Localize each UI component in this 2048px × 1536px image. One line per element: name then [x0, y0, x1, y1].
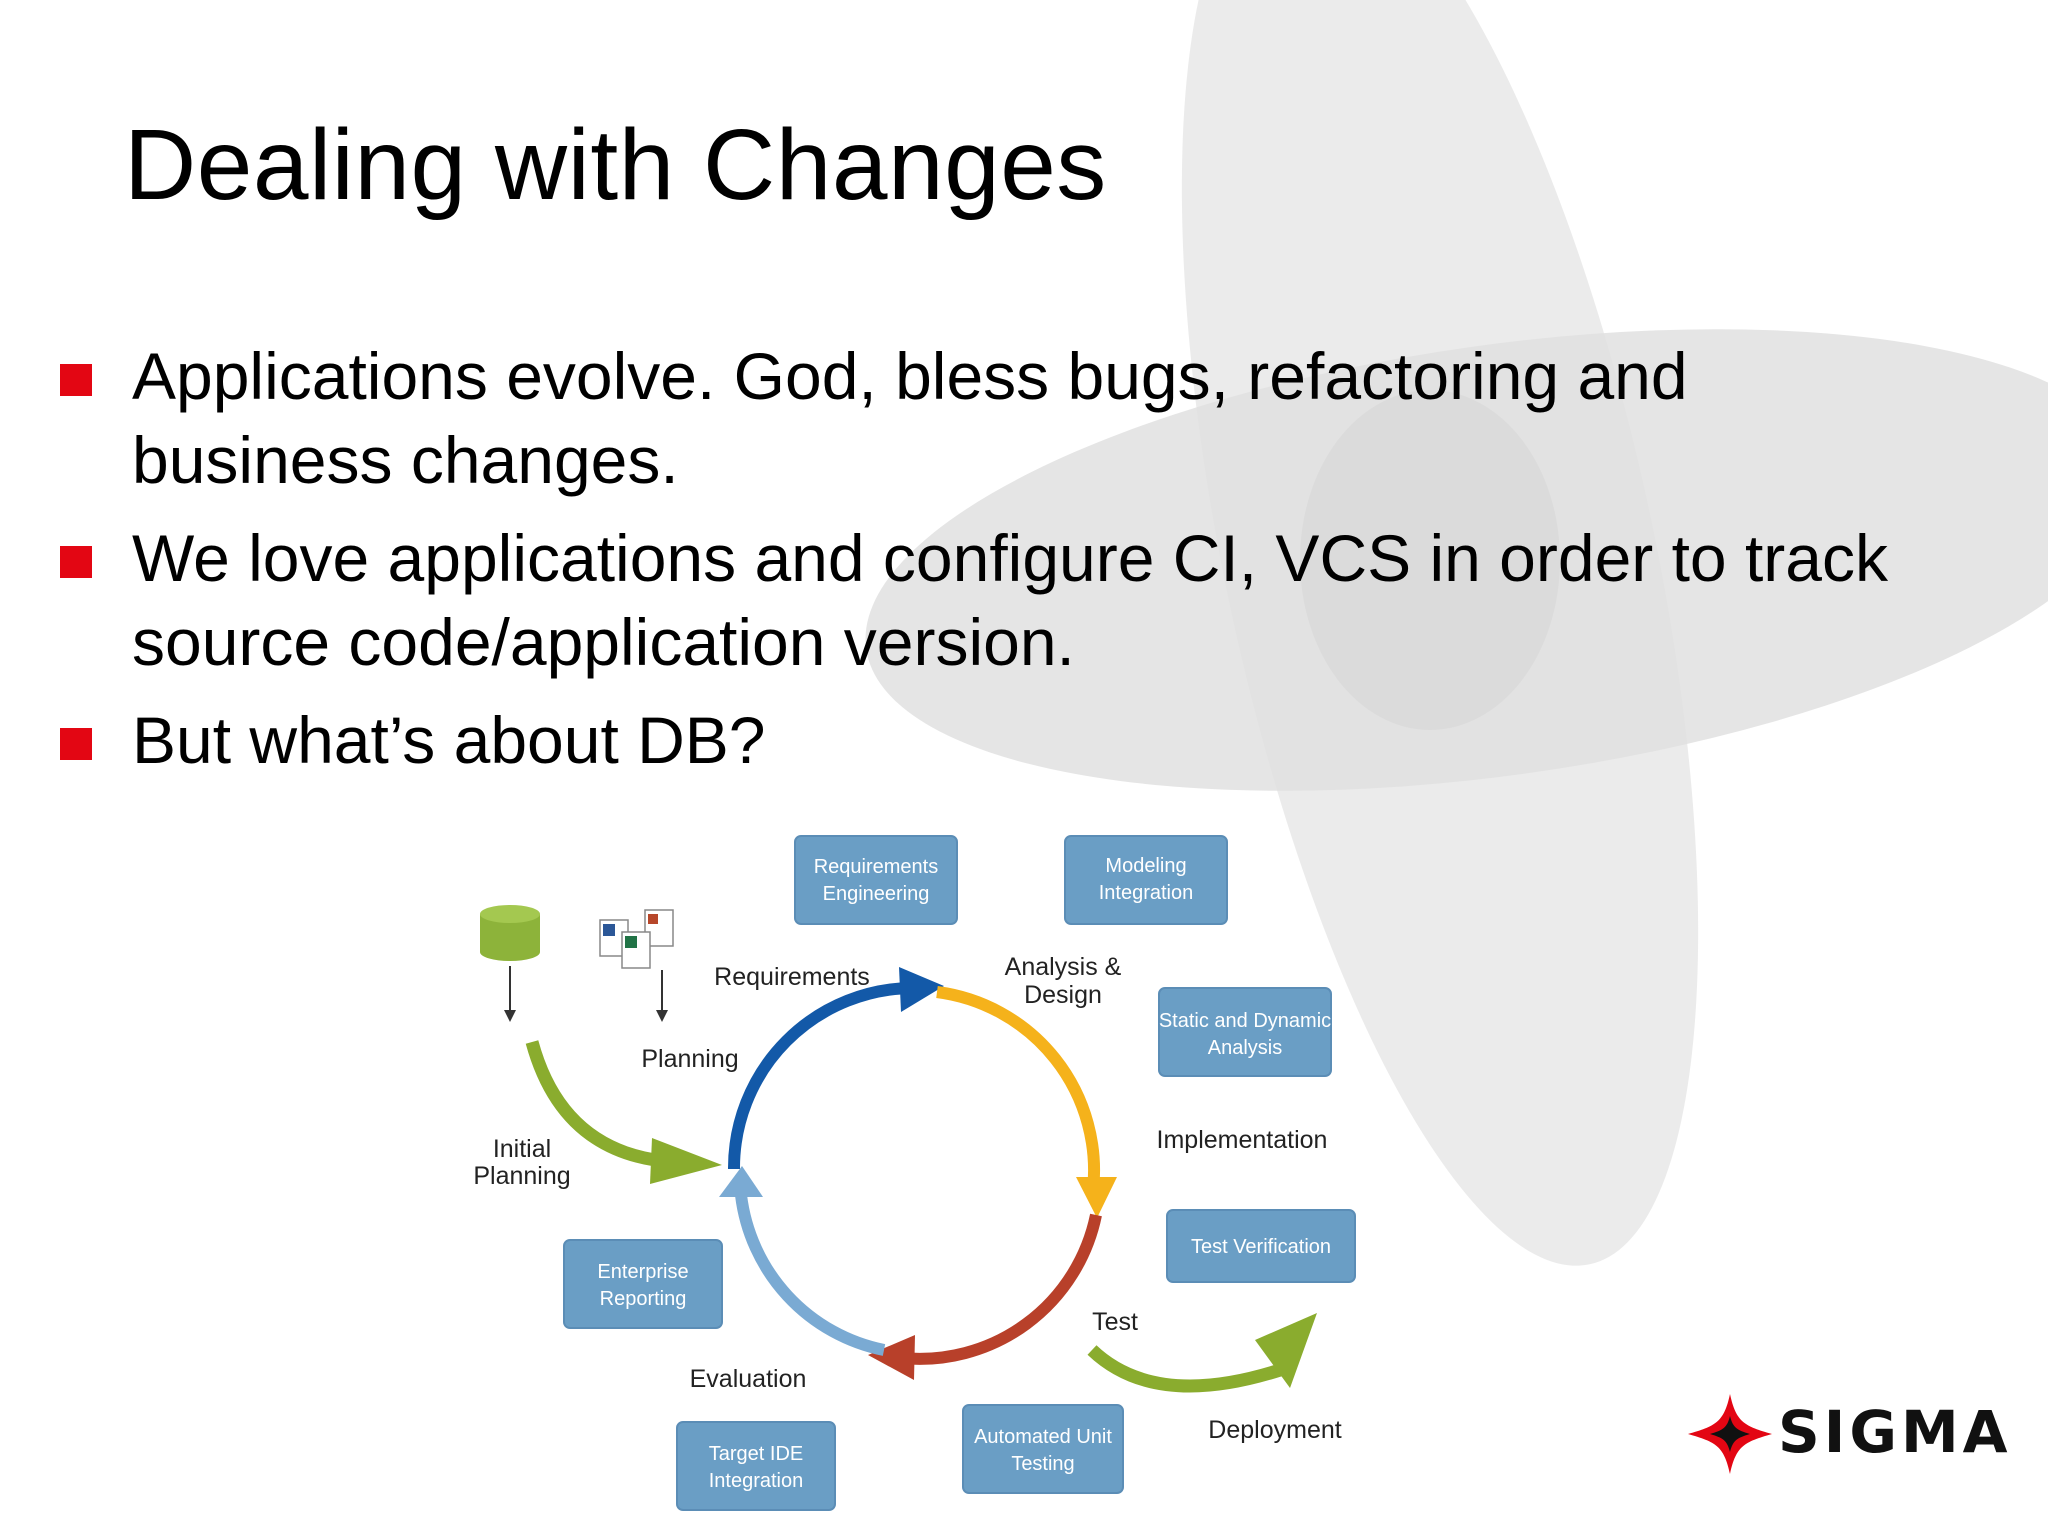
box-label: Enterprise [597, 1261, 688, 1283]
slide-title: Dealing with Changes [124, 109, 1107, 221]
phase-label-analysis: Analysis & [1005, 953, 1122, 981]
box-label: Integration [709, 1470, 804, 1492]
phase-label-test: Test [1092, 1308, 1138, 1336]
phase-label-implementation: Implementation [1157, 1126, 1328, 1154]
bullet-item: But what’s about DB? [0, 698, 1960, 782]
cycle-arrows [719, 967, 1117, 1380]
box-static-dynamic-analysis: Static and Dynamic Analysis [1158, 987, 1332, 1077]
bullet-square-icon [60, 364, 92, 396]
box-label: Requirements [814, 856, 939, 878]
lifecycle-diagram: Requirements Engineering Modeling Integr… [473, 835, 1356, 1511]
documents-icon [599, 909, 674, 1022]
sigma-logo: SIGMA [1684, 1392, 2008, 1476]
box-test-verification: Test Verification [1166, 1209, 1356, 1283]
box-label: Target IDE [709, 1443, 803, 1465]
phase-label-requirements: Requirements [714, 963, 870, 991]
phase-label-design: Design [1024, 981, 1102, 1009]
initial-planning-arrow-icon [525, 1040, 722, 1184]
database-icon [480, 905, 540, 1022]
bullet-item: We love applications and configure CI, V… [0, 516, 1960, 684]
box-requirements-engineering: Requirements Engineering [794, 835, 958, 925]
bullet-list: Applications evolve. God, bless bugs, re… [0, 334, 1960, 796]
box-label: Testing [1011, 1453, 1074, 1475]
box-label: Automated Unit [974, 1426, 1112, 1448]
phase-label-evaluation: Evaluation [690, 1365, 807, 1393]
bullet-text: We love applications and configure CI, V… [132, 521, 1888, 679]
phase-label-planning: Planning [641, 1045, 738, 1073]
bullet-text: Applications evolve. God, bless bugs, re… [132, 339, 1688, 497]
bullet-text: But what’s about DB? [132, 703, 766, 777]
box-label: Analysis [1208, 1037, 1282, 1059]
phase-label-initial: Initial [493, 1135, 551, 1163]
deployment-arrow-icon [1087, 1313, 1317, 1393]
box-label: Test Verification [1191, 1236, 1331, 1258]
box-label: Integration [1099, 882, 1194, 904]
phase-label-deployment: Deployment [1208, 1416, 1341, 1444]
bullet-square-icon [60, 728, 92, 760]
box-target-ide-integration: Target IDE Integration [676, 1421, 836, 1511]
sigma-star-icon [1688, 1394, 1772, 1474]
bullet-item: Applications evolve. God, bless bugs, re… [0, 334, 1960, 502]
box-label: Static and Dynamic [1159, 1010, 1331, 1032]
box-modeling-integration: Modeling Integration [1064, 835, 1228, 925]
phase-label-initial-planning: Planning [473, 1162, 570, 1190]
box-label: Reporting [600, 1288, 687, 1310]
box-enterprise-reporting: Enterprise Reporting [563, 1239, 723, 1329]
box-label: Modeling [1105, 855, 1186, 877]
box-label: Engineering [823, 883, 930, 905]
bullet-square-icon [60, 546, 92, 578]
box-automated-unit-testing: Automated Unit Testing [962, 1404, 1124, 1494]
sigma-logo-text: SIGMA [1778, 1398, 2012, 1466]
